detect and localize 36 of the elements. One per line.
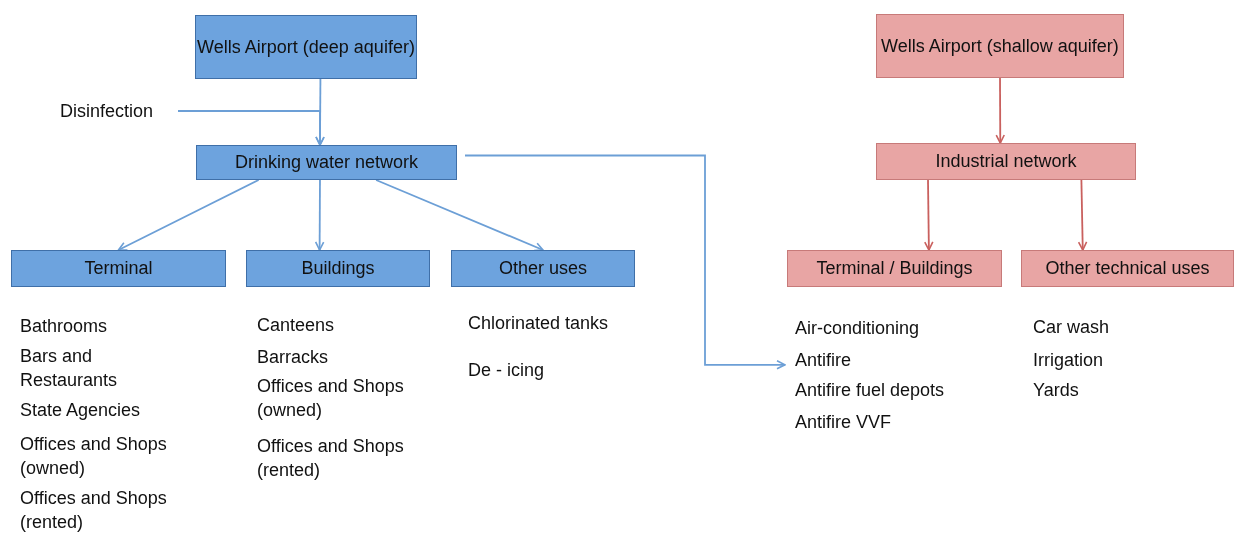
process-box: Terminal / Buildings bbox=[787, 250, 1002, 287]
arrow bbox=[464, 154, 786, 370]
use-item: Antifire VVF bbox=[795, 411, 892, 434]
use-item: Offices and Shops (rented) bbox=[20, 487, 168, 534]
node-label: Disinfection bbox=[60, 99, 176, 123]
arrow bbox=[1077, 179, 1088, 251]
process-box: Terminal bbox=[11, 250, 226, 287]
process-box: Wells Airport (deep aquifer) bbox=[195, 15, 417, 79]
process-box: Buildings bbox=[246, 250, 430, 287]
process-box: Drinking water network bbox=[196, 145, 457, 180]
use-item: Air-conditioning bbox=[795, 317, 920, 340]
use-item: State Agencies bbox=[20, 399, 141, 422]
arrow bbox=[375, 179, 544, 252]
use-item: Antifire fuel depots bbox=[795, 379, 945, 402]
process-box: Industrial network bbox=[876, 143, 1136, 180]
use-item: Offices and Shops (rented) bbox=[257, 435, 405, 482]
use-item: De - icing bbox=[468, 359, 545, 382]
process-box: Other uses bbox=[451, 250, 635, 287]
use-item: Irrigation bbox=[1033, 349, 1104, 372]
process-box: Wells Airport (shallow aquifer) bbox=[876, 14, 1124, 78]
use-item: Bathrooms bbox=[20, 315, 108, 338]
use-item: Chlorinated tanks bbox=[468, 312, 609, 335]
arrow bbox=[177, 110, 325, 146]
use-item: Offices and Shops (owned) bbox=[257, 375, 405, 422]
use-item: Barracks bbox=[257, 346, 328, 369]
use-item: Canteens bbox=[257, 314, 335, 337]
arrow bbox=[924, 179, 934, 251]
use-item: Car wash bbox=[1033, 316, 1110, 339]
use-item: Bars and Restaurants bbox=[20, 345, 119, 392]
node-label: Antifire bbox=[795, 348, 865, 372]
arrow bbox=[995, 77, 1006, 144]
process-box: Other technical uses bbox=[1021, 250, 1234, 287]
arrow bbox=[117, 179, 260, 251]
use-item: Offices and Shops (owned) bbox=[20, 433, 168, 480]
use-item: Yards bbox=[1033, 379, 1079, 402]
arrow bbox=[314, 179, 325, 251]
